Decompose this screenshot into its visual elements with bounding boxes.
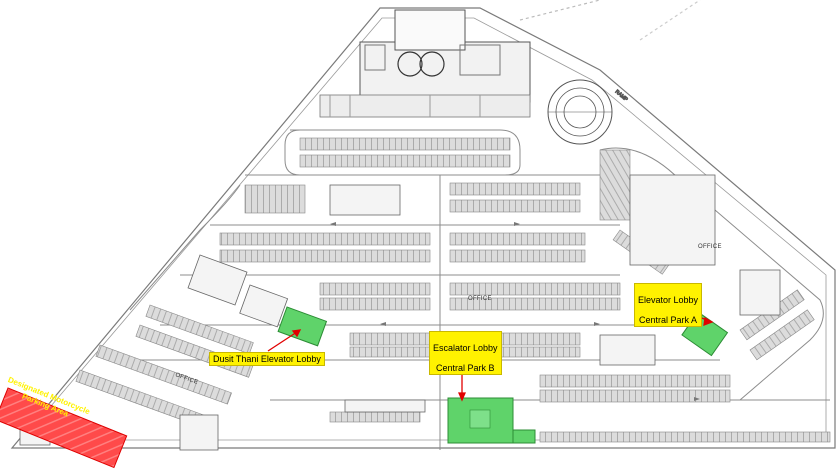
- parking-bay-row: [539, 431, 831, 443]
- svg-text:RAMP: RAMP: [614, 89, 629, 103]
- escalator-lobby-label-line2: Central Park B: [436, 363, 495, 373]
- parking-bay-row: [145, 304, 254, 355]
- direction-arrow-icon: [330, 222, 700, 401]
- parking-bay-row: [449, 249, 586, 263]
- parking-bay-row: [299, 137, 511, 151]
- parking-bay-row: [319, 282, 431, 296]
- parking-bay-row: [539, 374, 731, 388]
- elevator-lobby-label-line1: Elevator Lobby: [638, 295, 699, 305]
- escalator-lobby-central-park-b-label: Escalator Lobby Central Park B: [429, 331, 502, 375]
- parking-bay-row: [95, 344, 232, 405]
- parking-bay-row: [299, 154, 511, 168]
- elevator-lobby-label-line2: Central Park A: [639, 315, 698, 325]
- parking-bay-row: [539, 389, 731, 403]
- parking-bay-row: [449, 199, 581, 213]
- parking-bay-row: [219, 249, 431, 263]
- dusit-thani-elevator-lobby-area: [277, 306, 328, 347]
- escalator-lobby-label-line1: Escalator Lobby: [433, 343, 498, 353]
- parking-bay-row: [449, 182, 581, 196]
- parking-bay-row: [449, 297, 621, 311]
- parking-bay-row: [244, 184, 306, 214]
- parking-bays: [75, 137, 831, 443]
- parking-bay-row: [599, 149, 631, 221]
- parking-bay-row: [449, 282, 621, 296]
- elevator-lobby-central-park-a-label: Elevator Lobby Central Park A: [634, 283, 703, 327]
- escalator-lobby-central-park-b-area: [447, 397, 514, 444]
- parking-bay-row: [329, 411, 421, 423]
- dusit-thani-elevator-lobby-label: Dusit Thani Elevator Lobby: [209, 352, 325, 366]
- parking-bay-row: [219, 232, 431, 246]
- office-label: OFFICE: [698, 244, 722, 250]
- parking-bay-row: [449, 232, 586, 246]
- parking-bay-row: [319, 297, 431, 311]
- core-building: [319, 9, 531, 118]
- parking-bay-row: [749, 309, 815, 361]
- office-label: OFFICE: [468, 296, 492, 302]
- spiral-ramp: RAMP: [547, 79, 630, 145]
